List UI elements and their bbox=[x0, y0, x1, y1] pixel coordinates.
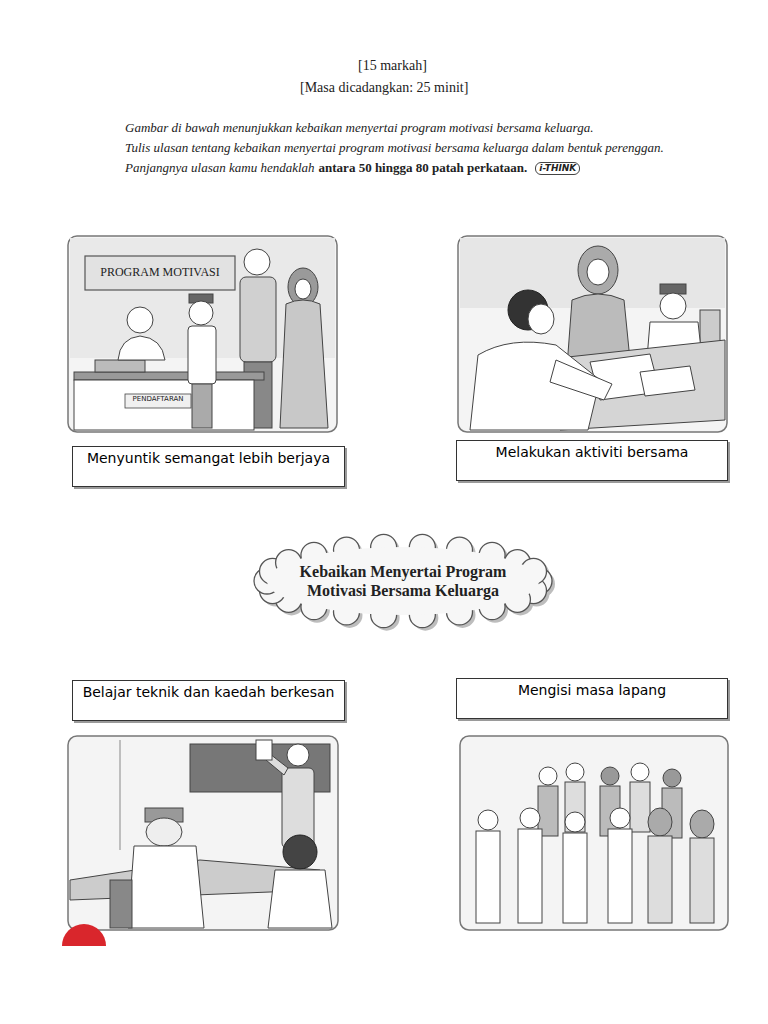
cloud-outline bbox=[252, 533, 554, 629]
teacher-paper bbox=[256, 740, 272, 760]
person-head bbox=[631, 763, 649, 781]
chair bbox=[110, 880, 132, 928]
point-box: Menyuntik semangat lebih berjaya bbox=[72, 446, 345, 487]
person-body bbox=[608, 829, 632, 923]
node-text: Menyuntik semangat lebih berjaya bbox=[73, 447, 344, 470]
node-text: Melakukan aktiviti bersama bbox=[457, 441, 727, 464]
desk-top bbox=[74, 372, 264, 380]
picture-frame bbox=[460, 736, 728, 930]
person-head bbox=[539, 767, 557, 785]
central-cloud: Kebaikan Menyertai Program Motivasi Bers… bbox=[252, 533, 554, 629]
paper bbox=[640, 366, 695, 396]
person-head bbox=[610, 808, 630, 828]
instruction-text: [15 markah] bbox=[358, 58, 427, 75]
boy-head bbox=[189, 301, 213, 325]
desk bbox=[74, 380, 254, 430]
node-text: Mengisi masa lapang bbox=[457, 679, 727, 702]
point-box: Melakukan aktiviti bersama bbox=[456, 440, 728, 481]
father-head bbox=[244, 249, 270, 275]
student-head bbox=[146, 818, 182, 846]
student-body bbox=[128, 846, 204, 928]
instruction-text: Panjangnya ulasan kamu hendaklah bbox=[125, 160, 315, 176]
instruction-text: [Masa dicadangkan: 25 minit] bbox=[300, 80, 468, 97]
instruction-text: Gambar di bawah menunjukkan kebaikan men… bbox=[125, 120, 593, 136]
mother-face bbox=[587, 259, 609, 285]
picture-frame bbox=[68, 236, 337, 432]
person-body bbox=[518, 829, 542, 923]
person-body bbox=[630, 782, 650, 832]
mother-dress bbox=[280, 300, 328, 428]
banner-sign bbox=[85, 256, 235, 290]
sign-text: PENDAFTARAN bbox=[125, 395, 191, 403]
student-head bbox=[283, 835, 317, 869]
books bbox=[95, 360, 145, 372]
boy-body bbox=[188, 326, 216, 384]
person-body bbox=[648, 836, 672, 923]
person-head bbox=[566, 763, 584, 781]
instruction-text: antara 50 hingga 80 patah perkataan. bbox=[319, 160, 528, 176]
picture-frame bbox=[68, 736, 338, 930]
father-body bbox=[240, 277, 276, 362]
instruction-text: i-THINK bbox=[535, 162, 580, 175]
person-body bbox=[563, 833, 587, 923]
teacher-head bbox=[287, 744, 309, 766]
father-arm bbox=[550, 360, 612, 400]
person-body bbox=[690, 838, 714, 923]
wall-line bbox=[120, 740, 121, 850]
instruction-text: Tulis ulasan tentang kebaikan menyertai … bbox=[125, 140, 664, 156]
student-body bbox=[268, 870, 332, 928]
cloud-fill bbox=[267, 547, 539, 615]
boy-legs bbox=[192, 384, 212, 428]
person-head bbox=[478, 810, 498, 830]
officer-body bbox=[118, 336, 165, 360]
person-hijab bbox=[648, 808, 672, 836]
boy-head bbox=[660, 293, 686, 319]
node-text: Belajar teknik dan kaedah berkesan bbox=[73, 681, 344, 704]
father-face bbox=[528, 304, 554, 334]
point-box: Mengisi masa lapang bbox=[456, 678, 728, 719]
sign-text: PROGRAM MOTIVASI bbox=[85, 265, 235, 279]
person-body bbox=[565, 782, 585, 832]
person-head bbox=[565, 812, 585, 832]
person-head bbox=[520, 808, 540, 828]
page-marker bbox=[62, 924, 106, 946]
node-text: Kebaikan Menyertai Program Motivasi Bers… bbox=[285, 562, 521, 600]
person-hijab bbox=[690, 810, 714, 838]
officer-head bbox=[127, 307, 153, 333]
picture-frame bbox=[458, 236, 727, 432]
person-head bbox=[601, 767, 619, 785]
mother-hijab bbox=[578, 246, 618, 294]
point-box: Belajar teknik dan kaedah berkesan bbox=[72, 680, 345, 721]
desk-plate bbox=[125, 394, 191, 408]
person-head bbox=[663, 769, 681, 787]
mother-face bbox=[295, 279, 311, 299]
person-body bbox=[476, 831, 500, 923]
